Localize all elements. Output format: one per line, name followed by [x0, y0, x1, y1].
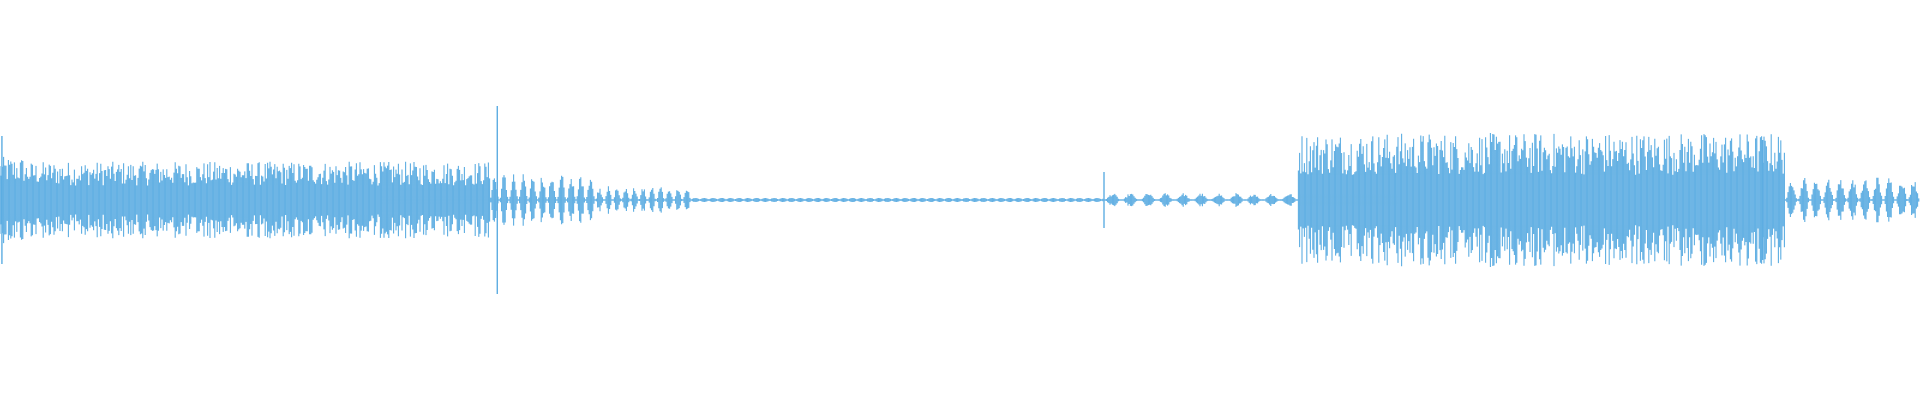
- waveform-body: [0, 133, 1920, 267]
